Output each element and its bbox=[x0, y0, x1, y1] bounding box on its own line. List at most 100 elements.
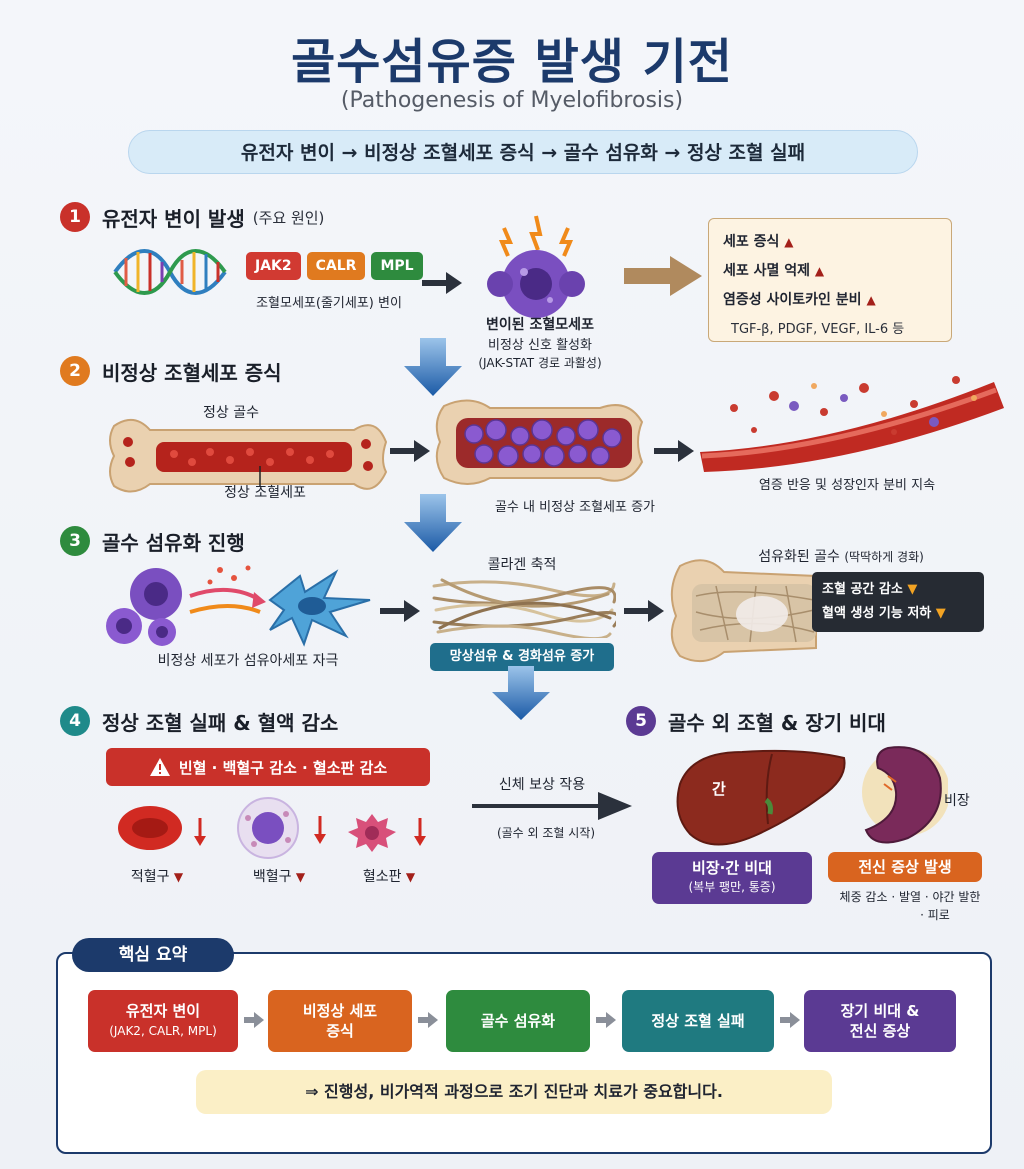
arrow-icon bbox=[596, 1012, 616, 1028]
warning-icon bbox=[149, 758, 170, 776]
step2-title: 비정상 조혈세포 증식 bbox=[102, 360, 282, 385]
gene-caption: 조혈모세포(줄기세포) 변이 bbox=[256, 296, 402, 311]
up-arrow-icon: ▲ bbox=[814, 264, 825, 278]
platelet-text: 혈소판 bbox=[362, 869, 402, 885]
spleen-icon bbox=[862, 746, 948, 844]
inflamed-vessel-icon bbox=[700, 376, 1004, 472]
fibrotic-bone-icon bbox=[670, 559, 817, 663]
symptom-tag: 전신 증상 발생 bbox=[828, 852, 982, 882]
down-arrow-icon: ▼ bbox=[295, 870, 306, 884]
summary-box-line2: (JAK2, CALR, MPL) bbox=[109, 1024, 217, 1038]
step5-number: 5 bbox=[626, 706, 656, 736]
step2-heading: 2 비정상 조혈세포 증식 bbox=[60, 356, 282, 386]
conclusion-banner: ⇒ 진행성, 비가역적 과정으로 조기 진단과 치료가 중요합니다. bbox=[196, 1070, 832, 1114]
mutated-cell-line3: (JAK-STAT 경로 과활성) bbox=[478, 356, 602, 370]
effect-apoptosis: 세포 사멸 억제 bbox=[723, 263, 811, 279]
step2-number: 2 bbox=[60, 356, 90, 386]
space-down-row: 조혈 공간 감소 ▼ bbox=[822, 578, 974, 602]
organ-tag-title: 비장·간 비대 bbox=[692, 859, 772, 877]
platelet-label: 혈소판 ▼ bbox=[344, 866, 434, 886]
summary-box-failure: 정상 조혈 실패 bbox=[622, 990, 774, 1052]
summary-box-line1: 유전자 변이 bbox=[125, 1002, 201, 1020]
up-arrow-icon: ▲ bbox=[866, 293, 876, 307]
cytopenia-alert: 빈혈 · 백혈구 감소 · 혈소판 감소 bbox=[106, 748, 430, 786]
alert-text: 빈혈 · 백혈구 감소 · 혈소판 감소 bbox=[178, 758, 388, 777]
arrow-icon bbox=[418, 1012, 438, 1028]
down-arrow-icon: ▼ bbox=[173, 870, 184, 884]
step3-heading: 3 골수 섬유화 진행 bbox=[60, 526, 245, 556]
summary-tab: 핵심 요약 bbox=[72, 938, 234, 972]
step4-title: 정상 조혈 실패 & 혈액 감소 bbox=[102, 710, 339, 735]
step1-title-sub: (주요 원인) bbox=[252, 208, 325, 227]
effect-row: 세포 증식 ▲ bbox=[723, 231, 937, 251]
white-blood-cell-icon bbox=[237, 797, 326, 859]
effect-proliferation: 세포 증식 bbox=[723, 234, 780, 250]
step4-number: 4 bbox=[60, 706, 90, 736]
step1-number: 1 bbox=[60, 202, 90, 232]
down-arrow-icon: ▼ bbox=[935, 606, 946, 621]
gene-badge-calr: CALR bbox=[306, 252, 366, 280]
fibrotic-bone-label: 섬유화된 골수 (딱딱하게 경화) bbox=[716, 546, 966, 566]
gene-badge-jak2: JAK2 bbox=[246, 252, 301, 280]
stimulate-label: 비정상 세포가 섬유아세포 자극 bbox=[157, 653, 339, 669]
red-blood-cell-icon bbox=[118, 806, 206, 850]
gene-badge-mpl: MPL bbox=[371, 252, 423, 280]
mutated-cell-line2: 비정상 신호 활성화 bbox=[488, 338, 592, 353]
fibrotic-bone-sub: (딱딱하게 경화) bbox=[844, 550, 924, 564]
summary-box-line2: 증식 bbox=[326, 1022, 354, 1040]
normal-bone-icon bbox=[109, 419, 388, 493]
pathway-banner: 유전자 변이 → 비정상 조혈세포 증식 → 골수 섬유화 → 정상 조혈 실패 bbox=[128, 130, 918, 174]
summary-box-line1: 정상 조혈 실패 bbox=[651, 1012, 745, 1030]
space-down-label: 조혈 공간 감소 bbox=[822, 582, 903, 597]
summary-box-organ: 장기 비대 & 전신 증상 bbox=[804, 990, 956, 1052]
down-arrow-icon: ▼ bbox=[907, 582, 918, 597]
arrow-icon bbox=[780, 1012, 800, 1028]
rbc-text: 적혈구 bbox=[130, 869, 170, 885]
arrow-icon bbox=[624, 256, 702, 296]
inflammation-label: 염증 반응 및 성장인자 분비 지속 bbox=[758, 478, 936, 493]
summary-box-mutation: 유전자 변이 (JAK2, CALR, MPL) bbox=[88, 990, 238, 1052]
rbc-label: 적혈구 ▼ bbox=[112, 866, 202, 886]
summary-box-line1: 골수 섬유화 bbox=[480, 1012, 556, 1030]
summary-box-line1: 장기 비대 & bbox=[840, 1002, 920, 1020]
platelet-icon bbox=[348, 814, 426, 852]
wbc-label: 백혈구 ▼ bbox=[234, 866, 324, 886]
function-down-row: 혈액 생성 기능 저하 ▼ bbox=[822, 602, 974, 626]
down-arrow-icon: ▼ bbox=[405, 870, 416, 884]
step3-title: 골수 섬유화 진행 bbox=[102, 530, 245, 555]
fibrotic-bone-title: 섬유화된 골수 bbox=[758, 549, 840, 565]
cytokine-list: TGF-β, PDGF, VEGF, IL-6 등 bbox=[731, 322, 905, 337]
step3-number: 3 bbox=[60, 526, 90, 556]
collagen-label: 콜라겐 축적 bbox=[487, 557, 557, 573]
fibrosis-effects-box: 조혈 공간 감소 ▼ 혈액 생성 기능 저하 ▼ bbox=[812, 572, 984, 632]
effect-cytokine: 염증성 사이토카인 분비 bbox=[723, 292, 862, 308]
mutated-cell-title: 변이된 조혈모세포 bbox=[486, 317, 594, 333]
normal-cells-label: 정상 조혈세포 bbox=[224, 485, 306, 501]
dna-icon bbox=[113, 249, 227, 295]
effect-row: 세포 사멸 억제 ▲ bbox=[723, 260, 937, 280]
arrow-icon bbox=[380, 600, 420, 622]
gene-badges: JAK2 CALR MPL bbox=[246, 252, 423, 280]
step4-heading: 4 정상 조혈 실패 & 혈액 감소 bbox=[60, 706, 338, 736]
fibroblast-stimulation-icon bbox=[106, 565, 371, 647]
collagen-fibers-icon bbox=[432, 578, 616, 638]
down-arrow-icon bbox=[404, 338, 462, 396]
summary-box-line2: 전신 증상 bbox=[849, 1022, 911, 1040]
summary-panel bbox=[56, 952, 992, 1154]
down-arrow-icon bbox=[492, 666, 550, 720]
abnormal-increase-label: 골수 내 비정상 조혈세포 증가 bbox=[494, 500, 656, 515]
normal-marrow-label: 정상 골수 bbox=[203, 405, 259, 421]
step5-heading: 5 골수 외 조혈 & 장기 비대 bbox=[626, 706, 886, 736]
fibers-pill: 망상섬유 & 경화섬유 증가 bbox=[430, 643, 614, 671]
liver-label: 간 bbox=[712, 780, 726, 798]
function-down-label: 혈액 생성 기능 저하 bbox=[822, 606, 932, 621]
symptom-desc-2: · 피로 bbox=[920, 908, 950, 922]
step5-title: 골수 외 조혈 & 장기 비대 bbox=[668, 710, 886, 735]
arrow-icon bbox=[422, 272, 462, 294]
organ-tag-sub: (복부 팽만, 통증) bbox=[688, 880, 776, 894]
compensation-sub-label: (골수 외 조혈 시작) bbox=[496, 826, 596, 840]
summary-box-proliferation: 비정상 세포 증식 bbox=[268, 990, 412, 1052]
arrow-icon bbox=[390, 440, 430, 462]
arrow-icon bbox=[624, 600, 664, 622]
spleen-label: 비장 bbox=[944, 793, 970, 809]
